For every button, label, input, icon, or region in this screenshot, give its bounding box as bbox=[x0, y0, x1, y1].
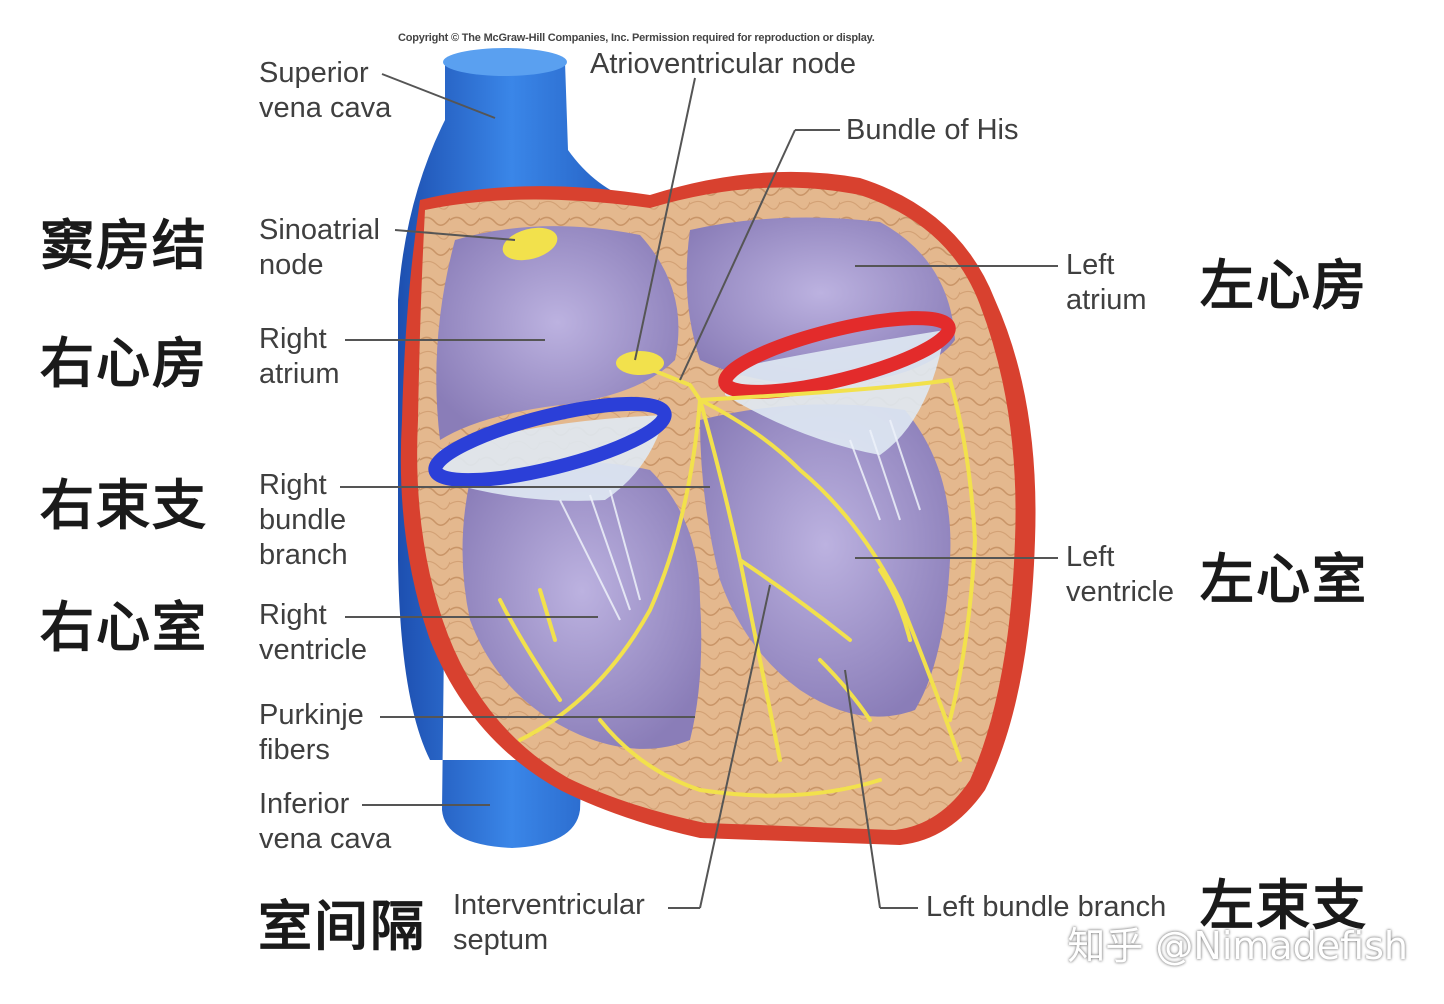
mitral-ring bbox=[718, 311, 956, 399]
right-atrium-chamber bbox=[436, 226, 679, 440]
cn-label-right-ventricle: 右心室 bbox=[40, 596, 208, 659]
cn-label-left-bundle-branch: 左束支 bbox=[1200, 874, 1368, 937]
copyright-notice: Copyright © The McGraw-Hill Companies, I… bbox=[398, 32, 875, 44]
label-bundle-of-his: Bundle of His bbox=[846, 114, 1019, 146]
label-inferior-vena-cava: Inferior vena cava bbox=[259, 788, 392, 855]
conduction-system bbox=[498, 363, 978, 798]
label-superior-vena-cava: Superior vena cava bbox=[259, 57, 392, 124]
sinoatrial-node-mark bbox=[502, 227, 558, 261]
cn-label-interventricular-septum: 室间隔 bbox=[258, 895, 426, 958]
watermark: 知乎 @Nimadefish bbox=[1067, 924, 1408, 968]
label-left-atrium: Left atrium bbox=[1066, 249, 1147, 316]
label-interventricular-septum: Interventricular septum bbox=[453, 889, 645, 956]
label-left-ventricle: Left ventricle bbox=[1066, 541, 1174, 608]
label-purkinje-fibers: Purkinje fibers bbox=[259, 699, 364, 766]
label-right-ventricle: Right ventricle bbox=[259, 599, 367, 666]
cn-label-left-ventricle: 左心室 bbox=[1200, 548, 1368, 611]
cn-label-right-bundle-branch: 右束支 bbox=[40, 474, 208, 537]
atrioventricular-node-mark bbox=[616, 351, 664, 375]
cn-label-right-atrium: 右心房 bbox=[40, 332, 208, 395]
cn-label-sinoatrial-node: 窦房结 bbox=[40, 214, 208, 277]
label-sinoatrial-node: Sinoatrial node bbox=[259, 214, 380, 281]
leader-lines bbox=[340, 73, 1058, 909]
label-atrioventricular-node: Atrioventricular node bbox=[590, 48, 856, 80]
superior-vena-cava-opening bbox=[443, 48, 567, 76]
cn-label-left-atrium: 左心房 bbox=[1200, 254, 1368, 317]
right-ventricle-chamber bbox=[462, 462, 702, 749]
label-left-bundle-branch: Left bundle branch bbox=[926, 891, 1167, 923]
tricuspid-ring bbox=[428, 396, 672, 488]
label-right-bundle-branch: Right bundle branch bbox=[259, 469, 348, 571]
chordae-tendineae bbox=[559, 419, 921, 621]
label-right-atrium: Right atrium bbox=[259, 323, 340, 390]
